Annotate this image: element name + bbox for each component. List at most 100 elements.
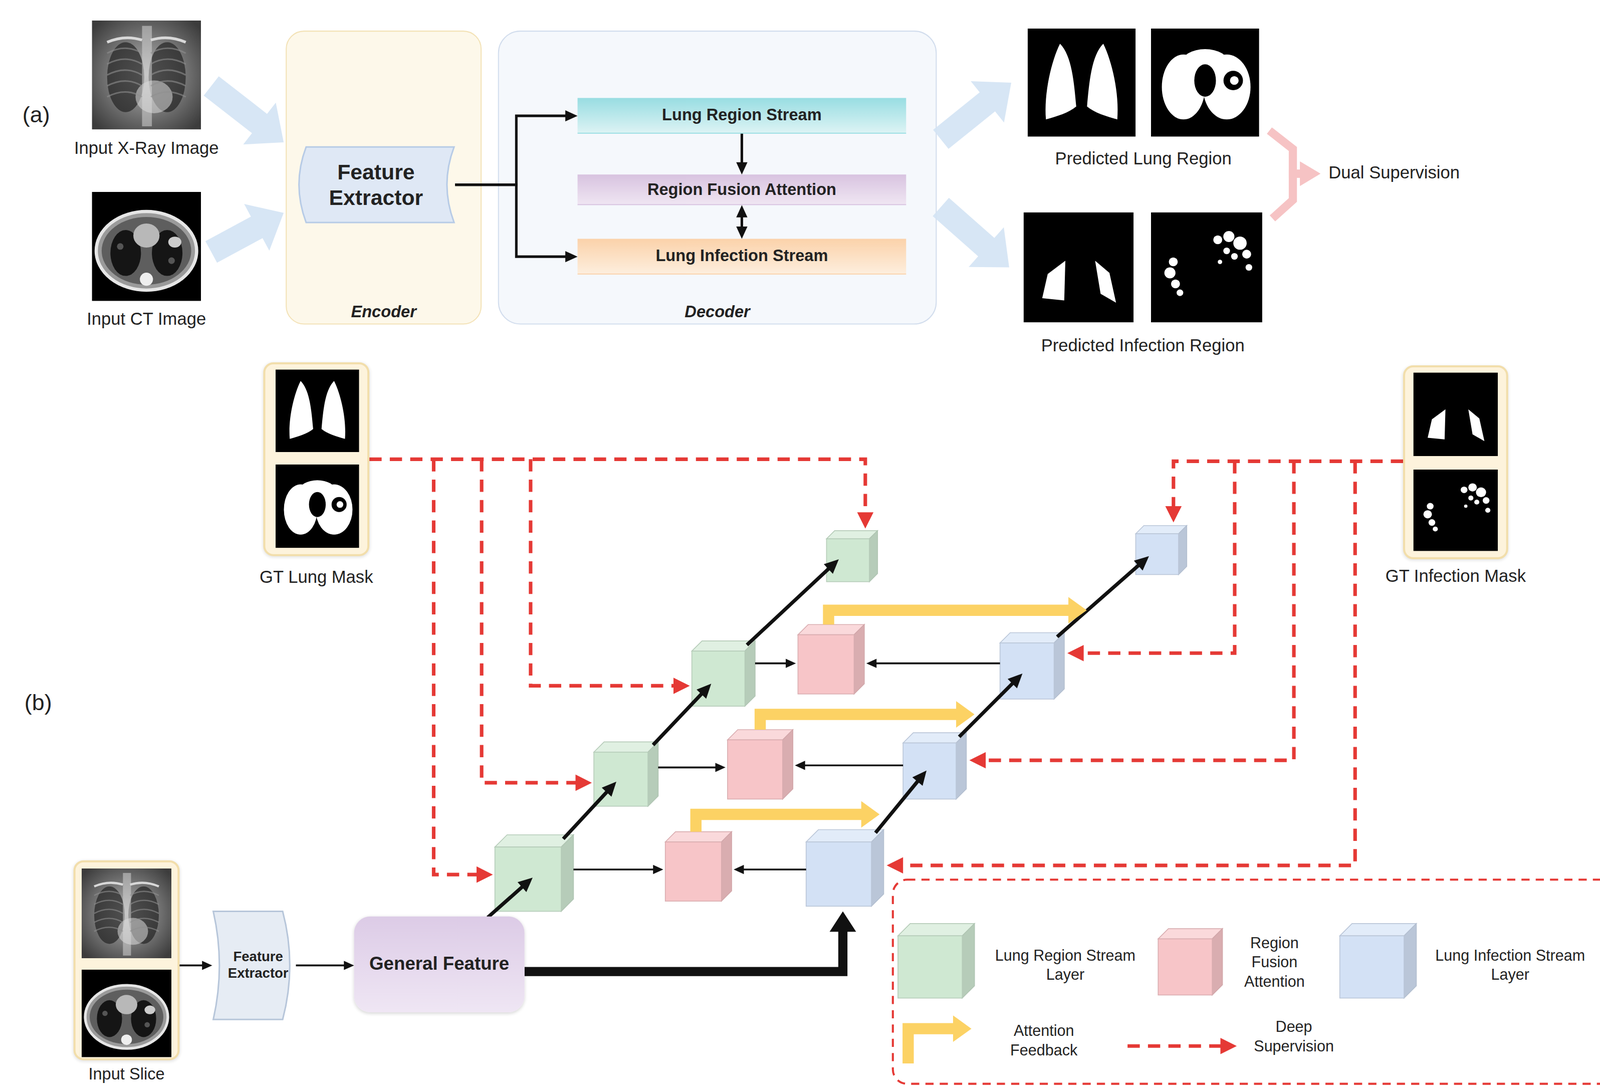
fusion-input-arrow <box>657 766 719 769</box>
legend-text-wrap: Attention Feedback <box>1002 1021 1086 1060</box>
node-text: GT Infection Mask <box>1385 566 1526 587</box>
attention-feedback-arrow <box>696 814 867 832</box>
legend-sample <box>1127 1037 1237 1055</box>
node-text: GT Lung Mask <box>259 567 373 588</box>
scan-picture <box>1027 28 1136 137</box>
scan-picture <box>275 369 360 452</box>
node-text: Input CT Image <box>86 309 206 330</box>
arrow-head <box>565 251 578 263</box>
connector <box>736 204 748 239</box>
scan-image <box>275 369 360 452</box>
arrow-head <box>1068 596 1087 624</box>
legend-text: Attention Feedback <box>1010 1021 1078 1059</box>
legend-text-wrap: Lung Region Stream Layer <box>981 946 1150 985</box>
arrow-line <box>740 133 744 166</box>
connector <box>933 81 1012 149</box>
arrow-head <box>575 774 593 792</box>
node-text: Lung Infection Stream <box>655 246 828 267</box>
legend-text: Lung Region Stream Layer <box>995 946 1136 983</box>
block-arrow <box>203 76 285 145</box>
scan-picture <box>1413 469 1498 552</box>
img-node: Predicted Infection Region <box>1023 212 1263 323</box>
arrow-head <box>565 110 578 122</box>
node-text: Region Fusion Attention <box>647 179 837 199</box>
flow-arrow <box>747 566 832 645</box>
scan-picture <box>1151 212 1263 323</box>
scan-picture <box>91 191 201 302</box>
cube-top <box>692 640 756 651</box>
legend-text-wrap: Lung Infection Stream Layer <box>1426 946 1595 985</box>
connector <box>1272 161 1321 219</box>
cube-top <box>727 729 793 740</box>
fusion-input-arrow <box>740 868 806 871</box>
arrow-head <box>696 683 712 699</box>
block-arrow <box>205 203 284 263</box>
cube-top <box>665 831 732 842</box>
connector <box>179 960 212 970</box>
attention-feedback-arrow <box>907 1028 959 1064</box>
flow-arrow <box>563 788 610 839</box>
arrow-head <box>476 866 494 883</box>
general-feature-arrow <box>524 925 843 972</box>
node-text: Decoder <box>684 301 750 322</box>
node-text: Lung Region Stream <box>661 105 822 126</box>
node-text: Predicted Lung Region <box>1055 148 1232 170</box>
cube-front <box>727 739 783 799</box>
cube-side <box>871 829 884 907</box>
fusion-input-arrow <box>802 764 904 767</box>
arrow-head <box>673 677 691 695</box>
connector <box>203 76 285 145</box>
shape-fill <box>299 146 455 223</box>
arrow-line <box>296 964 348 967</box>
legend-swatch <box>1339 923 1417 999</box>
cube-front <box>797 634 854 695</box>
arrow-head <box>1220 1037 1237 1055</box>
scan-image <box>1151 28 1260 137</box>
shape-outline <box>297 145 456 224</box>
connector <box>296 960 355 970</box>
arrow-head <box>736 226 748 239</box>
cube-top <box>1158 928 1223 939</box>
flow-arrow <box>652 691 705 746</box>
scan-picture <box>91 20 201 130</box>
cube-top <box>593 741 658 752</box>
scan-image <box>1413 469 1498 552</box>
arrow-line <box>454 115 569 185</box>
arrow-head <box>823 559 839 574</box>
node-text: Input X-Ray Image <box>74 138 219 160</box>
fusion-input-arrow <box>755 662 789 665</box>
cube-side <box>1212 928 1223 995</box>
flow-arrow <box>875 778 921 833</box>
block-arrow <box>932 197 1010 268</box>
fe2-node: Feature Extractor <box>212 909 297 1021</box>
arrow-head <box>736 204 748 217</box>
node-text: Predicted Infection Region <box>1041 335 1245 357</box>
cube-front <box>1158 938 1213 995</box>
legend-swatch <box>897 923 975 999</box>
scan-image <box>275 464 360 549</box>
arrow-head <box>733 864 744 874</box>
band-node: Region Fusion Attention <box>577 174 907 205</box>
arrow-head <box>343 960 354 970</box>
node-text: Feature Extractor <box>223 948 293 982</box>
panel-label: (a) <box>22 102 51 128</box>
cube-side <box>745 640 756 707</box>
scan-image <box>1023 212 1134 323</box>
scan-image <box>81 969 172 1058</box>
cube-top <box>902 732 967 743</box>
connector <box>736 133 748 175</box>
scan-image <box>1027 28 1136 137</box>
flow-arrow <box>487 884 526 918</box>
cube-top <box>806 829 884 842</box>
img-node: Input CT Image <box>91 191 201 302</box>
gf-node: General Feature <box>354 916 525 1013</box>
legend-text: Region Fusion Attention <box>1244 933 1305 990</box>
cube-top <box>797 624 864 635</box>
arrow-head <box>1007 673 1023 689</box>
cube-side <box>782 729 793 799</box>
band-node: Lung Infection Stream <box>577 239 907 275</box>
box-node: Decoder Lung Region StreamRegion Fusion A… <box>498 30 938 325</box>
